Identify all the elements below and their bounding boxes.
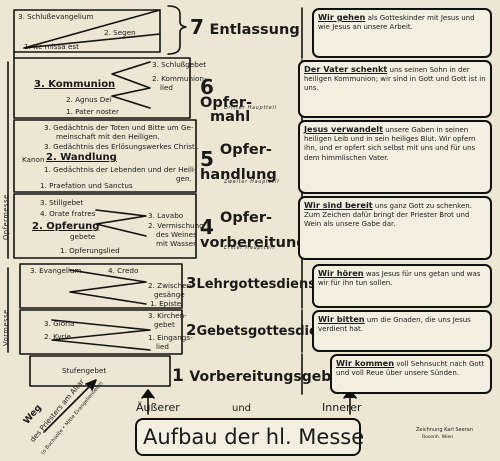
label-segen: 2. Segen	[104, 28, 136, 37]
label-orate: 4. Orate fratres	[40, 209, 96, 218]
label-kommunionlied-b: lied	[160, 83, 173, 92]
inner-box-opfervorbereitung: Wir sind bereit uns ganz Gott zu schenke…	[298, 196, 492, 260]
vorbereitung-frame	[29, 355, 171, 387]
label-opferungslied: 1. Opferungslied	[60, 246, 120, 255]
label-vermischung-c: mit Wasser	[156, 239, 197, 248]
stage-6-subtitle: Dritter Hauptteil	[224, 106, 277, 111]
label-praefation: 1. Praefation und Sanctus	[40, 181, 133, 190]
label-gedaechtnis-erloesung: 3. Gedächtnis des Erlösungswerkes Christ…	[44, 142, 200, 151]
label-credo: 4. Credo	[108, 266, 139, 275]
stage-5-subtitle: Zweiter Hauptteil	[224, 180, 280, 185]
stage-6-label: 6 Opfer- mahl	[200, 75, 253, 125]
label-gedaechtnis-lebenden-a: 1. Gedächtnis der Lebenden und der Heili…	[44, 165, 197, 174]
label-kirchen-b: gebet	[154, 320, 175, 329]
label-kirchen-a: 3. Kirchen-	[148, 311, 187, 320]
label-gedaechtnis-toten-a: 3. Gedächtnis der Toten und Bitte um Ge-	[44, 123, 194, 132]
label-eingang-a: 1. Eingangs-	[148, 333, 193, 342]
title-and: und	[232, 403, 252, 414]
label-ite-missa: 1. Ite missa est	[24, 42, 79, 51]
brace-7	[167, 5, 187, 55]
stage-3-label: 3Lehrgottesdienst	[186, 274, 323, 292]
label-schlussgebet: 3. Schlußgebet	[152, 60, 207, 69]
lehr-frame	[19, 263, 183, 309]
label-agnus: 2. Agnus Dei	[66, 95, 112, 104]
label-stufengebet: Stufengebet	[62, 366, 107, 375]
label-gloria: 3. Gloria	[44, 319, 75, 328]
entlassung-frame	[13, 9, 161, 53]
priest-arrow	[43, 383, 93, 433]
entlassung-zigzag	[23, 9, 161, 49]
label-epistel: 1. Epistel	[150, 299, 184, 308]
opfervorbereitung-frame	[13, 193, 197, 259]
label-kanon: Kanon	[22, 155, 45, 164]
credit-line-1: Zeichnung Karl Seeran	[416, 427, 473, 433]
title-box: Aufbau der hl. Messe	[135, 418, 365, 456]
title-outer: Äußerer	[136, 401, 180, 414]
label-vermischung-a: 2. Vermischung	[148, 221, 204, 230]
credit-line-2: Rosenh. Wien	[422, 435, 454, 440]
label-eingang-b: lied	[156, 342, 169, 351]
label-zwischen-a: 2. Zwischen-	[148, 281, 194, 290]
label-opferung-gebete: gebete	[70, 232, 96, 241]
stage-4-subtitle: Erster Hauptteil	[224, 246, 275, 251]
label-kommunionlied-a: 2. Kommunion-	[152, 74, 207, 83]
stage-7-label: 7 Entlassung	[190, 15, 300, 39]
stage-2-label: 2Gebetsgottesdienst	[186, 321, 342, 339]
title-main: Aufbau der hl. Messe	[143, 425, 365, 449]
label-lavabo: 3. Lavabo	[148, 211, 184, 220]
label-vermischung-b: des Weines	[156, 230, 197, 239]
label-pater: 1. Pater noster	[66, 107, 119, 116]
inner-box-gebetsgottesdienst: Wir bitten um die Gnaden, die uns Jesus …	[312, 310, 492, 352]
title-inner: Innerer	[322, 401, 362, 414]
inner-box-lehrgottesdienst: Wir hören was Jesus für uns getan und wa…	[312, 264, 492, 308]
label-schlussevangelium: 3. Schlußevangelium	[18, 12, 94, 21]
opferung-zigzag	[95, 209, 147, 237]
gebet-zigzag	[51, 319, 151, 351]
label-opfermesse: Opfermesse	[2, 194, 10, 240]
stage-1-label: 1 Vorbereitungsgebet	[172, 366, 348, 386]
label-stillgebet: 3. Stillgebet	[40, 198, 84, 207]
label-zwischen-b: gesänge	[154, 290, 185, 299]
inner-box-opferhandlung: Jesus verwandelt unsere Gaben in seinen …	[298, 120, 492, 194]
inner-box-entlassung: Wir gehen als Gotteskinder mit Jesus und…	[312, 8, 492, 58]
opferhandlung-frame	[13, 119, 197, 193]
label-wandlung: 2. Wandlung	[46, 152, 117, 163]
label-vormesse: Vormesse	[2, 309, 10, 346]
label-opferung: 2. Opferung	[32, 221, 100, 232]
label-gedaechtnis-lebenden-b: gen.	[176, 174, 192, 183]
label-evangelium: 3. Evangelium	[30, 266, 82, 275]
inner-box-opfermahl: Der Vater schenkt uns seinen Sohn in der…	[298, 60, 492, 118]
label-gedaechtnis-toten-b: meinschaft mit den Heiligen.	[56, 132, 160, 141]
opfermahl-frame	[13, 57, 191, 119]
opfermahl-zigzag	[111, 61, 151, 109]
inner-box-vorbereitungsgebet: Wir kommen voll Sehnsucht nach Gott und …	[330, 354, 492, 394]
label-kyrie: 2. Kyrie	[44, 332, 71, 341]
stage-5-label: 5 Opfer- handlung	[200, 142, 277, 183]
label-kommunion: 3. Kommunion	[34, 79, 116, 90]
stage-4-label: 4 Opfer- vorbereitung	[200, 210, 307, 251]
lehr-zigzag	[69, 269, 147, 305]
gebet-frame	[19, 309, 183, 355]
